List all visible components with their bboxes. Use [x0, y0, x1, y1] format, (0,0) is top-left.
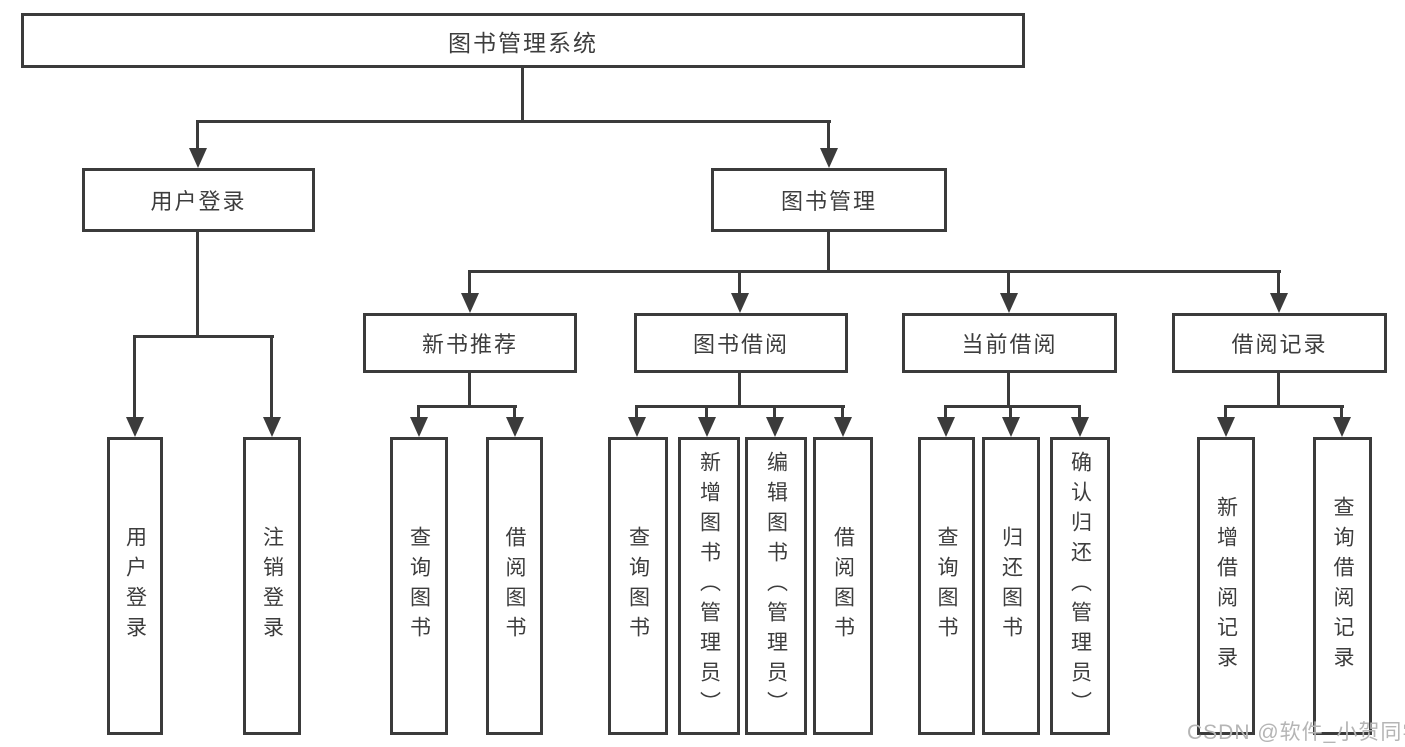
csdn-watermark: CSDN @软件_小贺同学 — [1187, 721, 1405, 744]
connector-shaft — [635, 405, 638, 420]
connector-shaft — [513, 405, 516, 420]
connector-shaft — [944, 405, 947, 420]
connector-new-book-rec-distributor — [417, 405, 517, 408]
connector-book-borrow-stem — [738, 373, 741, 407]
connector-shaft — [417, 405, 420, 420]
leaf-query-books-c: 查询图书 — [918, 437, 975, 735]
arrow-to-query-borrow-record — [1333, 417, 1351, 437]
arrow-to-new-book-rec — [461, 293, 479, 313]
connector-shaft — [1340, 405, 1343, 420]
leaf-borrow-books-b: 借阅图书 — [813, 437, 873, 735]
arrow-to-confirm-return — [1071, 417, 1089, 437]
leaf-query-books-b: 查询图书 — [608, 437, 668, 735]
leaf-return-books: 归还图书 — [982, 437, 1040, 735]
connector-leaf-logout-shaft — [270, 335, 273, 420]
connector-root-stem — [521, 68, 524, 123]
node-new-book-rec: 新书推荐 — [363, 313, 577, 373]
connector-shaft — [841, 405, 844, 420]
connector-new-book-rec-stem — [468, 373, 471, 407]
leaf-add-books: 新增图书（管理员） — [678, 437, 740, 735]
leaf-add-borrow-record: 新增借阅记录 — [1197, 437, 1255, 735]
node-current-borrow: 当前借阅 — [902, 313, 1117, 373]
connector-leaf-user-login-shaft — [133, 335, 136, 420]
node-book-borrow: 图书借阅 — [634, 313, 848, 373]
node-root: 图书管理系统 — [21, 13, 1025, 68]
connector-user-login-shaft — [196, 120, 199, 152]
connector-book-mgmt-distributor — [468, 270, 1281, 273]
arrow-to-add-borrow-record — [1217, 417, 1235, 437]
connector-borrow-records-shaft — [1277, 270, 1280, 297]
connector-current-borrow-stem — [1007, 373, 1010, 407]
arrow-to-query-books-b — [628, 417, 646, 437]
connector-user-login-stem — [196, 232, 199, 337]
arrow-to-return-books — [1002, 417, 1020, 437]
connector-user-login-distributor — [133, 335, 274, 338]
arrow-to-add-books — [698, 417, 716, 437]
connector-book-borrow-shaft — [738, 270, 741, 297]
arrow-to-book-mgmt — [820, 148, 838, 168]
arrow-to-borrow-books-a — [506, 417, 524, 437]
connector-shaft — [1009, 405, 1012, 420]
leaf-logout: 注销登录 — [243, 437, 301, 735]
leaf-edit-books: 编辑图书（管理员） — [745, 437, 807, 735]
arrow-to-edit-books — [766, 417, 784, 437]
connector-shaft — [773, 405, 776, 420]
connector-book-mgmt-shaft — [827, 120, 830, 152]
leaf-user-login: 用户登录 — [107, 437, 163, 735]
connector-shaft — [1224, 405, 1227, 420]
arrow-to-borrow-records — [1270, 293, 1288, 313]
connector-current-borrow-distributor — [944, 405, 1081, 408]
connector-shaft — [705, 405, 708, 420]
arrow-to-current-borrow — [1000, 293, 1018, 313]
arrow-to-query-books-c — [937, 417, 955, 437]
arrow-to-borrow-books-b — [834, 417, 852, 437]
node-book-mgmt: 图书管理 — [711, 168, 947, 232]
leaf-borrow-books-a: 借阅图书 — [486, 437, 543, 735]
connector-book-borrow-distributor — [635, 405, 845, 408]
node-user-login: 用户登录 — [82, 168, 315, 232]
arrow-to-leaf-user-login — [126, 417, 144, 437]
connector-new-book-rec-shaft — [468, 270, 471, 297]
leaf-query-borrow-record: 查询借阅记录 — [1313, 437, 1372, 735]
leaf-confirm-return: 确认归还（管理员） — [1050, 437, 1110, 735]
arrow-to-leaf-logout — [263, 417, 281, 437]
connector-book-mgmt-stem — [827, 232, 830, 273]
connector-borrow-records-stem — [1277, 373, 1280, 407]
node-borrow-records: 借阅记录 — [1172, 313, 1387, 373]
arrow-to-book-borrow — [731, 293, 749, 313]
connector-current-borrow-shaft — [1007, 270, 1010, 297]
arrow-to-query-books-a — [410, 417, 428, 437]
leaf-query-books-a: 查询图书 — [390, 437, 448, 735]
connector-shaft — [1078, 405, 1081, 420]
connector-borrow-records-distributor — [1224, 405, 1344, 408]
arrow-to-user-login — [189, 148, 207, 168]
connector-root-distributor — [196, 120, 831, 123]
